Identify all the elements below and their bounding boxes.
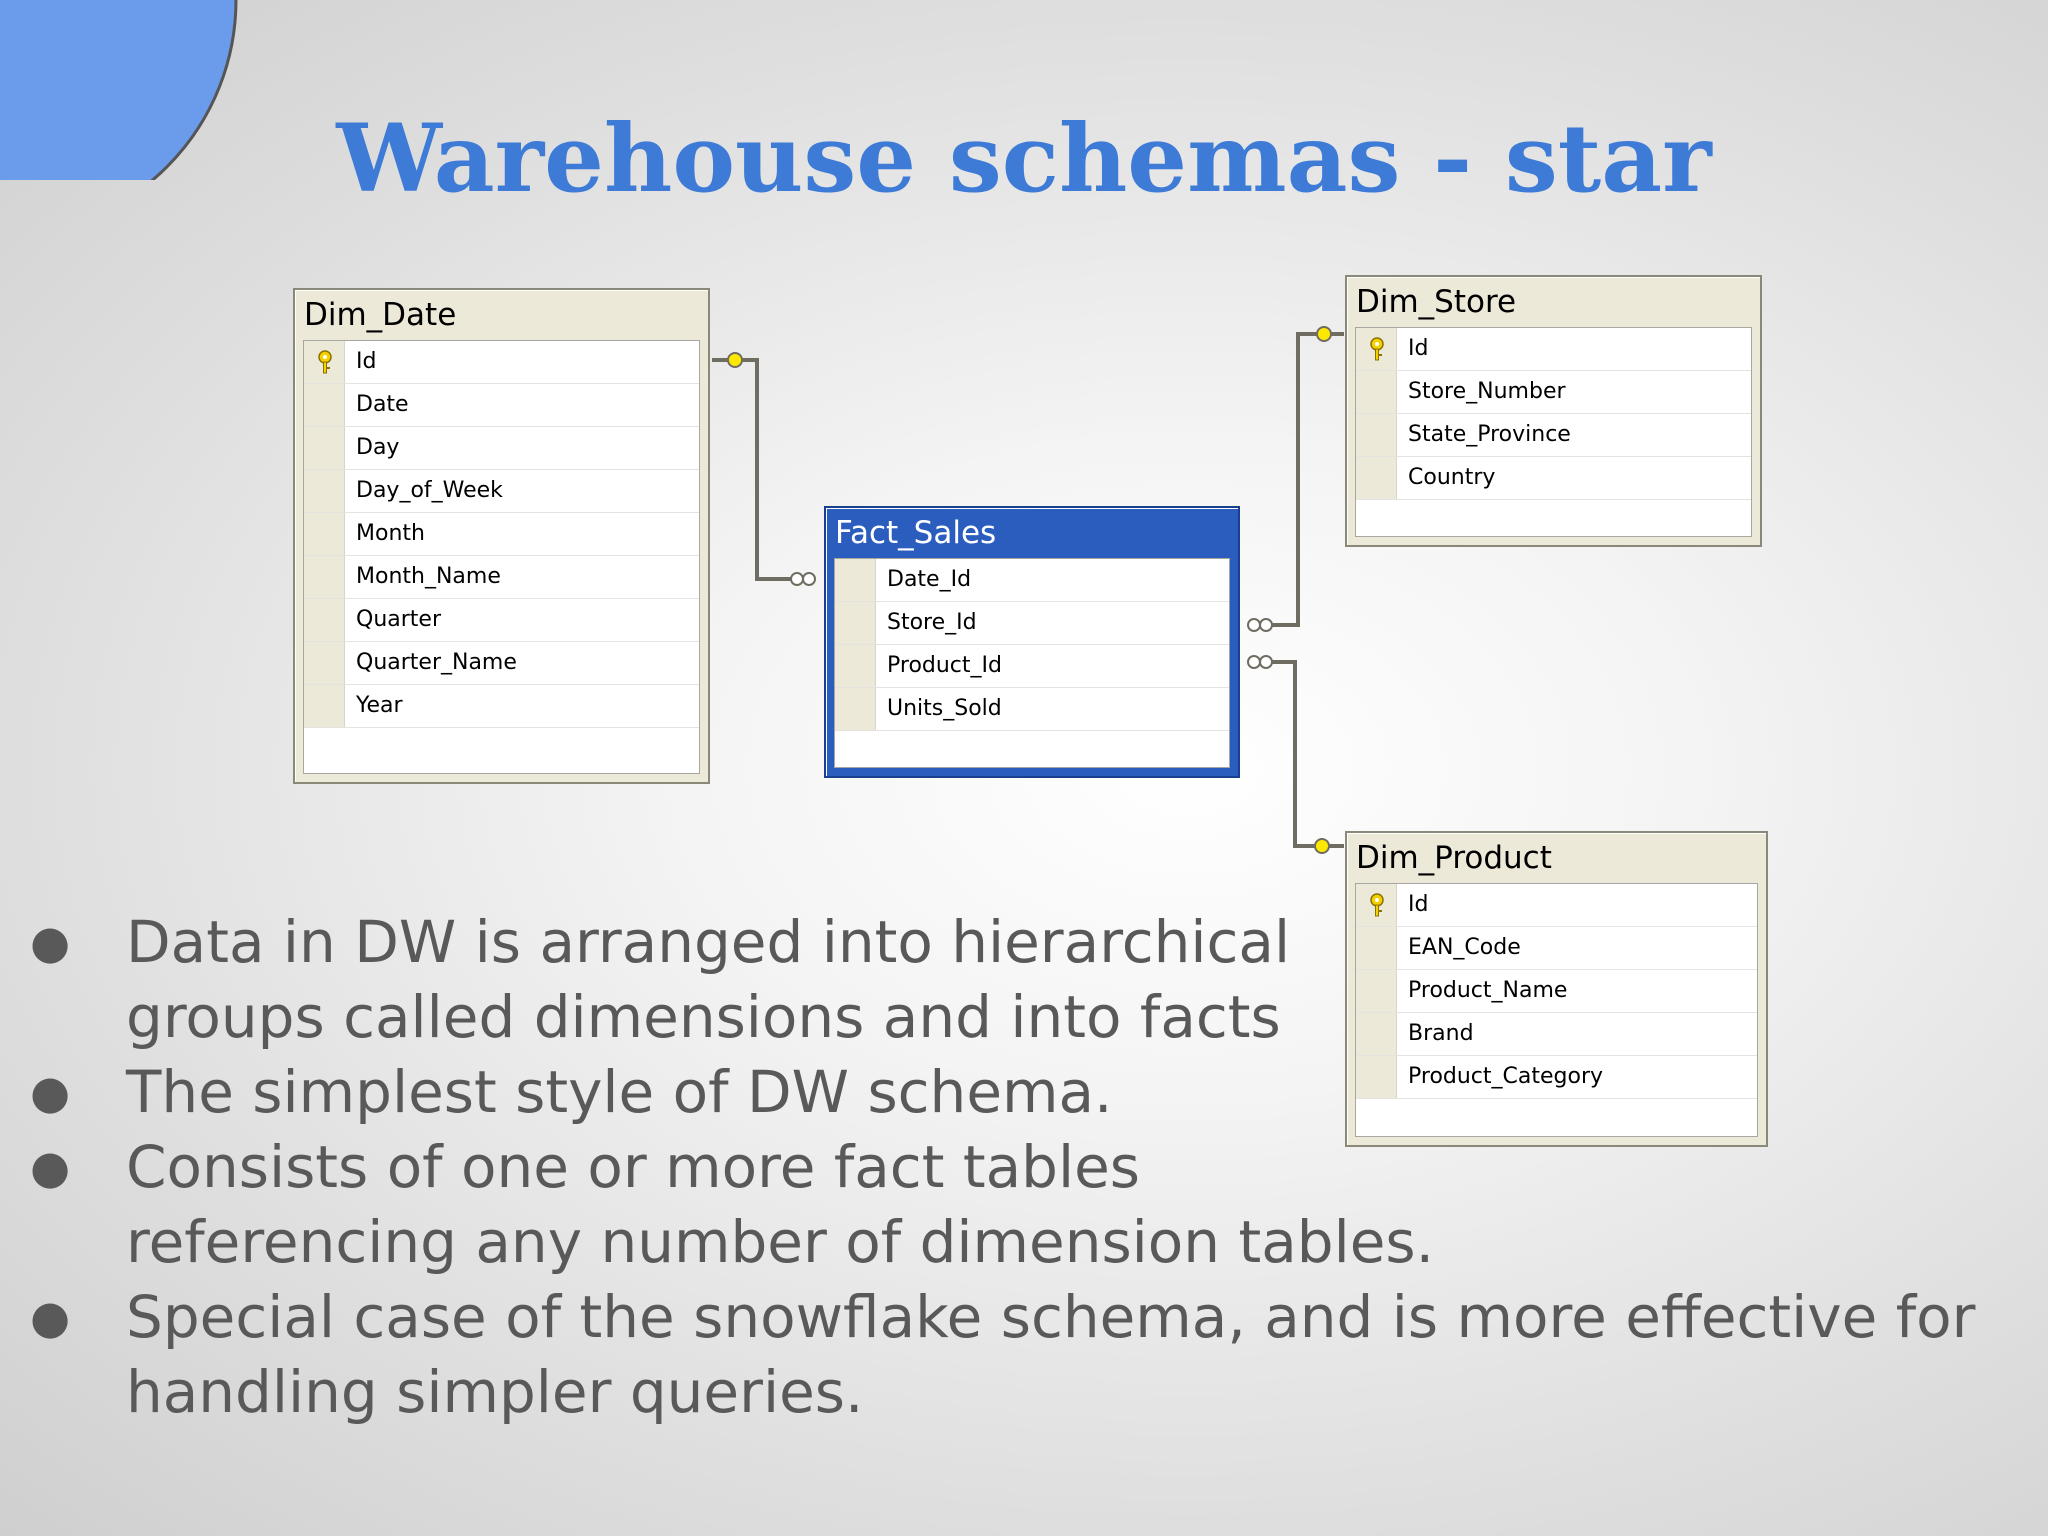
bullet-text: groups called dimensions and into facts <box>126 983 1281 1051</box>
column-row[interactable]: Id <box>304 341 699 384</box>
bullet-dot-icon: ● <box>30 915 71 969</box>
connector-fact-product <box>1260 660 1344 848</box>
corner-decoration <box>0 0 238 180</box>
table-header: Dim_Store <box>1356 284 1517 320</box>
table-fact-sales[interactable]: Fact_Sales Date_Id Store_Id Product_Id U… <box>824 506 1240 778</box>
column-name: Units_Sold <box>887 696 1002 721</box>
bullet-dot-icon: ● <box>30 1290 71 1344</box>
column-name: Id <box>1408 336 1429 361</box>
column-name: Quarter_Name <box>356 650 517 675</box>
bullet-item: ● The simplest style of DW schema. <box>30 1055 1990 1130</box>
column-row[interactable]: Product_Id <box>835 645 1229 688</box>
column-name: Product_Category <box>1408 1064 1604 1089</box>
column-row[interactable]: EAN_Code <box>1356 927 1757 970</box>
column-row[interactable]: Id <box>1356 328 1751 371</box>
column-row[interactable]: Store_Id <box>835 602 1229 645</box>
column-row[interactable]: Product_Name <box>1356 970 1757 1013</box>
column-row[interactable]: Id <box>1356 884 1757 927</box>
key-icon <box>316 350 334 378</box>
bullet-text: Special case of the snowflake schema, an… <box>126 1283 1976 1351</box>
infinity-end-icon <box>790 572 1273 669</box>
bullet-item: ● Data in DW is arranged into hierarchic… <box>30 905 1990 1055</box>
column-name: EAN_Code <box>1408 935 1521 960</box>
column-row[interactable]: Product_Category <box>1356 1056 1757 1099</box>
column-name: Store_Id <box>887 610 977 635</box>
column-name: Month_Name <box>356 564 501 589</box>
column-name: Id <box>356 349 377 374</box>
column-name: Product_Id <box>887 653 1002 678</box>
key-end-icon <box>727 326 1332 854</box>
column-row[interactable]: Day_of_Week <box>304 470 699 513</box>
bullet-item: ● Special case of the snowflake schema, … <box>30 1280 1990 1430</box>
bullet-text: Consists of one or more fact tables <box>126 1133 1140 1201</box>
bullet-text: Data in DW is arranged into hierarchical <box>126 908 1291 976</box>
column-name: Quarter <box>356 607 441 632</box>
bullet-text: referencing any number of dimension tabl… <box>126 1208 1435 1276</box>
slide-title: Warehouse schemas - star <box>336 104 1712 214</box>
column-row[interactable]: Brand <box>1356 1013 1757 1056</box>
table-dim-product[interactable]: Dim_Product Id EAN_Code Product_Name Bra… <box>1345 831 1768 1147</box>
column-row[interactable]: Store_Number <box>1356 371 1751 414</box>
bullet-text: The simplest style of DW schema. <box>126 1058 1113 1126</box>
column-row[interactable]: State_Province <box>1356 414 1751 457</box>
bullet-list: ● Data in DW is arranged into hierarchic… <box>30 905 1990 1430</box>
column-row[interactable]: Year <box>304 685 699 728</box>
column-name: Product_Name <box>1408 978 1568 1003</box>
connector-fact-store <box>1260 332 1344 627</box>
column-row[interactable]: Month_Name <box>304 556 699 599</box>
column-name: Store_Number <box>1408 379 1566 404</box>
bullet-text: handling simpler queries. <box>126 1358 864 1426</box>
column-row[interactable]: Country <box>1356 457 1751 500</box>
column-name: Year <box>356 693 403 718</box>
column-row[interactable]: Quarter_Name <box>304 642 699 685</box>
table-dim-store[interactable]: Dim_Store Id Store_Number State_Province… <box>1345 275 1762 547</box>
column-name: Id <box>1408 892 1429 917</box>
column-row[interactable]: Units_Sold <box>835 688 1229 731</box>
column-row[interactable]: Date <box>304 384 699 427</box>
column-name: Brand <box>1408 1021 1474 1046</box>
table-header: Dim_Product <box>1356 840 1552 876</box>
connector-date-fact <box>712 358 800 581</box>
column-name: Date <box>356 392 409 417</box>
table-header: Dim_Date <box>304 297 457 333</box>
table-header: Fact_Sales <box>835 515 997 551</box>
bullet-item: ● Consists of one or more fact tables re… <box>30 1130 1990 1280</box>
column-row[interactable]: Day <box>304 427 699 470</box>
table-dim-date[interactable]: Dim_Date Id Date Day Day_of_Week Month M… <box>293 288 710 784</box>
key-icon <box>1368 337 1386 365</box>
column-name: State_Province <box>1408 422 1571 447</box>
column-name: Month <box>356 521 425 546</box>
column-name: Country <box>1408 465 1496 490</box>
column-row[interactable]: Quarter <box>304 599 699 642</box>
column-row[interactable]: Month <box>304 513 699 556</box>
bullet-dot-icon: ● <box>30 1065 71 1119</box>
column-name: Date_Id <box>887 567 972 592</box>
column-row[interactable]: Date_Id <box>835 559 1229 602</box>
column-name: Day <box>356 435 400 460</box>
column-name: Day_of_Week <box>356 478 503 503</box>
bullet-dot-icon: ● <box>30 1140 71 1194</box>
key-icon <box>1368 893 1386 921</box>
